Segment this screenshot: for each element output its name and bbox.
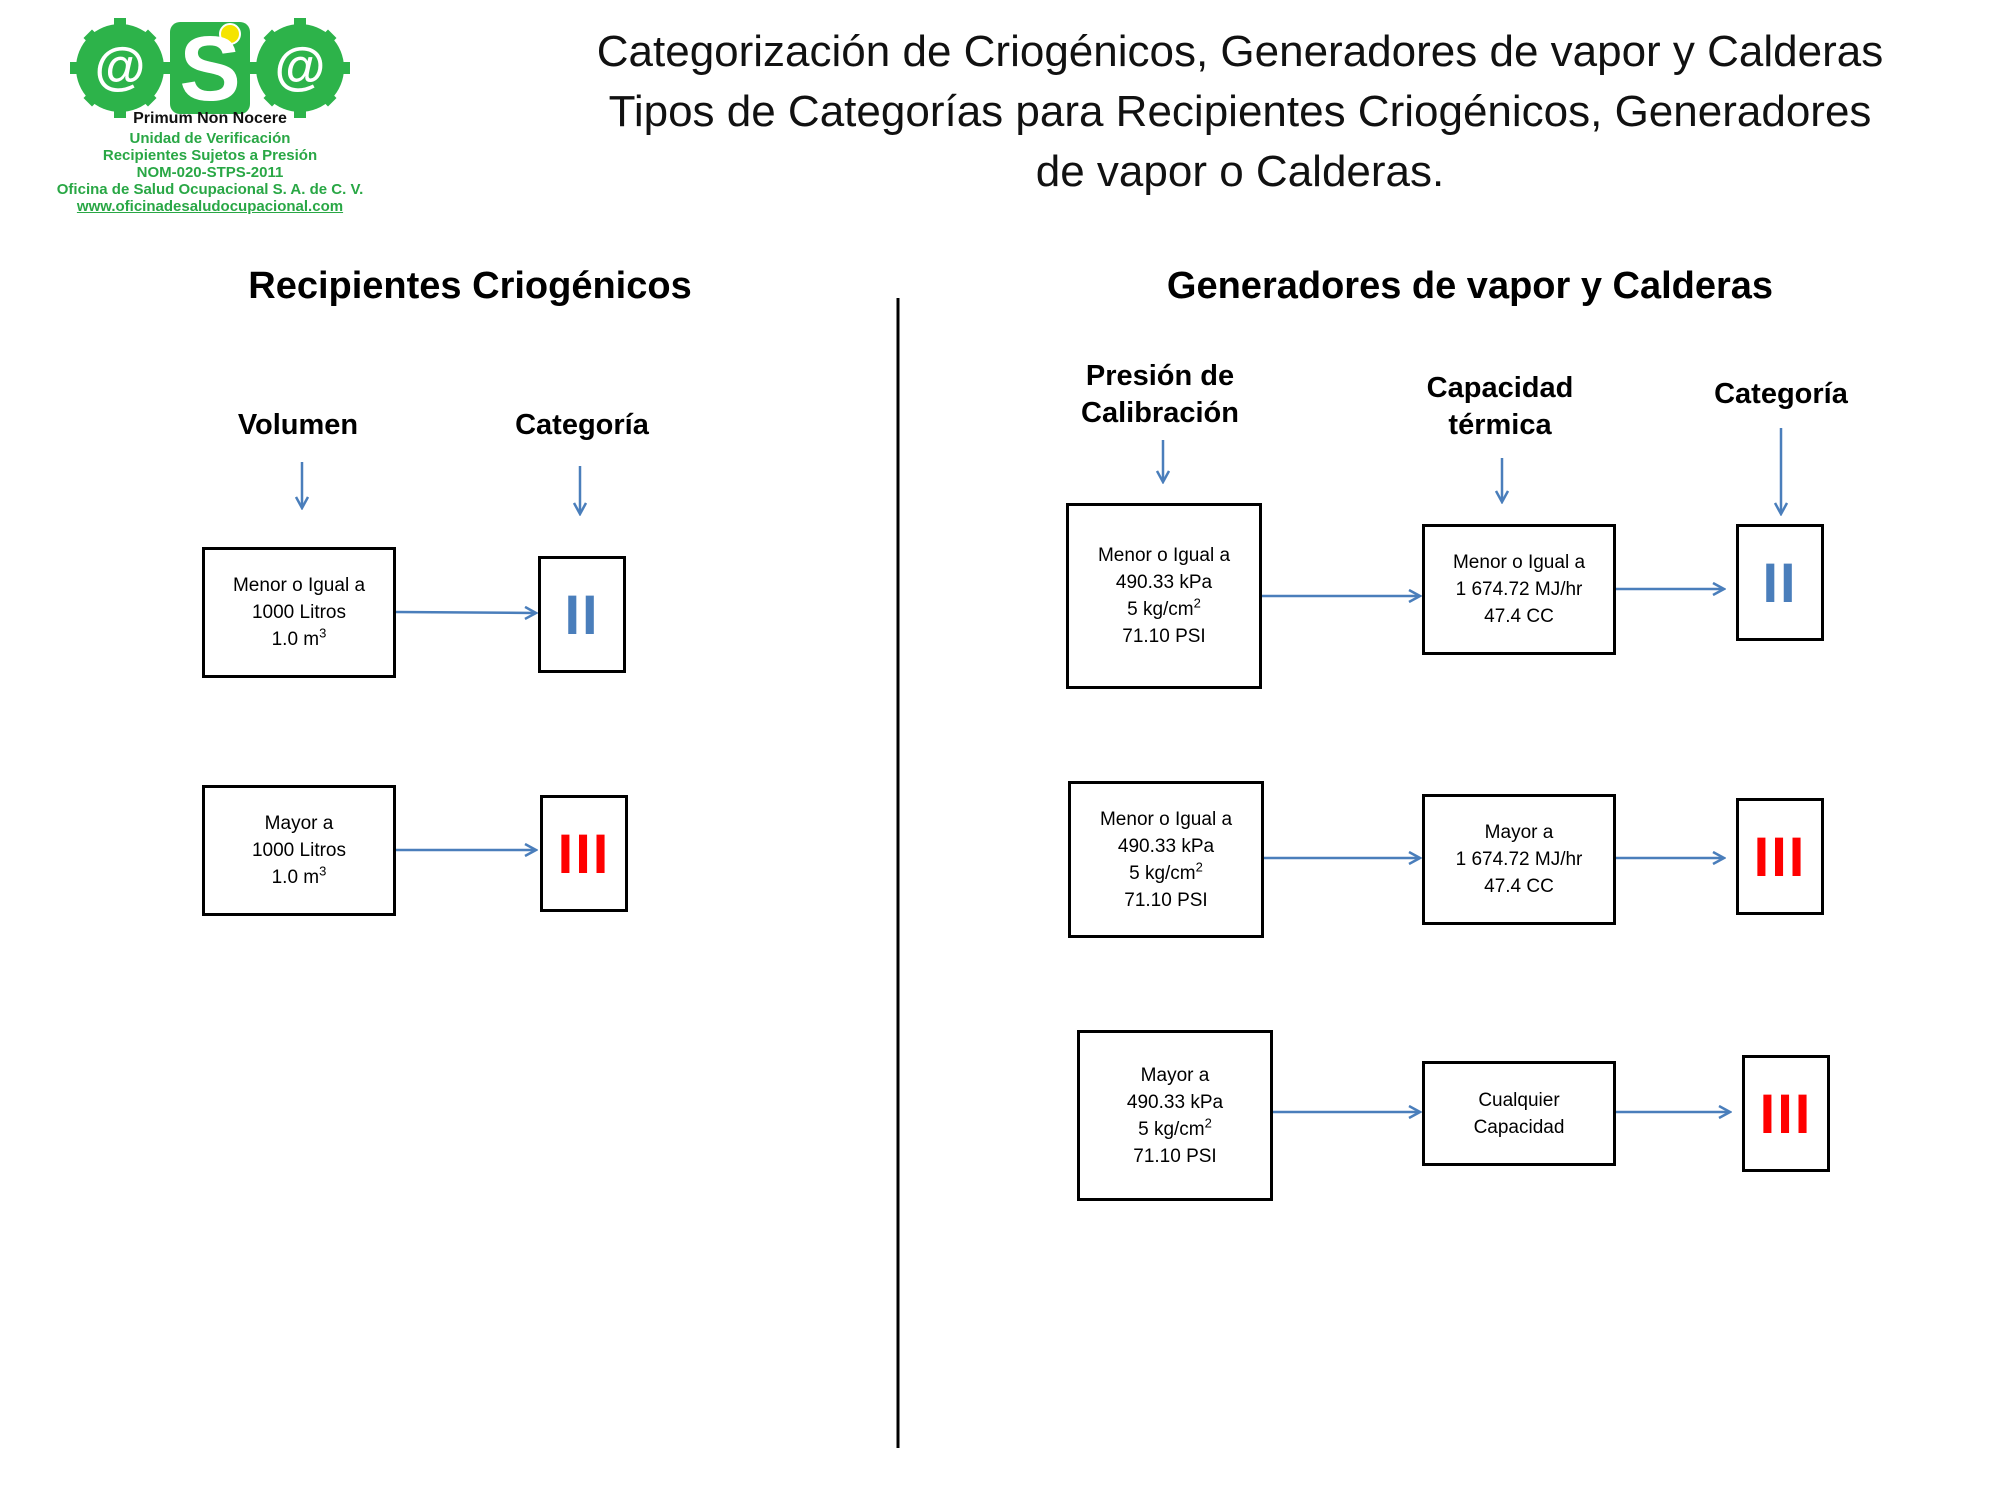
logo-line-5: www.oficinadesaludocupacional.com bbox=[76, 198, 344, 215]
cryo-volume-2-l2: 1000 Litros bbox=[251, 840, 346, 861]
svg-text:S: S bbox=[179, 18, 240, 120]
boilers-heading: Generadores de vapor y Calderas bbox=[1166, 265, 1774, 307]
col-head-category-right: Categoría bbox=[1714, 378, 1848, 410]
boiler-pressure-box-3: Mayor a 490.33 kPa 5 kg/cm2 71.10 PSI bbox=[1077, 1030, 1273, 1201]
col-head-category-left: Categoría bbox=[515, 409, 649, 441]
title-line-2: Tipos de Categorías para Recipientes Cri… bbox=[608, 87, 1872, 136]
col-head-volume: Volumen bbox=[237, 409, 359, 441]
svg-text:@: @ bbox=[275, 38, 326, 96]
logo-line-4: Oficina de Salud Ocupacional S. A. de C.… bbox=[56, 181, 364, 198]
cryo-category-box-1: II bbox=[538, 556, 626, 673]
boiler-capacity-box-3: Cualquier Capacidad bbox=[1422, 1061, 1616, 1166]
logo-line-1: Unidad de Verificación bbox=[129, 130, 291, 147]
col-head-capacity: Capacidad térmica bbox=[1426, 372, 1574, 441]
boiler-category-box-3: III bbox=[1742, 1055, 1830, 1172]
cryo-volume-2-l3: 1.0 m3 bbox=[271, 863, 327, 888]
arrow-cryo-row-1 bbox=[395, 612, 536, 613]
col-head-pressure: Presión de Calibración bbox=[1081, 360, 1239, 429]
cryo-volume-2-l1: Mayor a bbox=[264, 813, 334, 834]
svg-text:@: @ bbox=[95, 38, 146, 96]
logo-line-3: NOM-020-STPS-2011 bbox=[136, 164, 284, 181]
cryo-volume-box-1: Menor o Igual a 1000 Litros 1.0 m3 bbox=[202, 547, 396, 678]
title-line-3: de vapor o Calderas. bbox=[1035, 147, 1445, 196]
boiler-capacity-box-2: Mayor a 1 674.72 MJ/hr 47.4 CC bbox=[1422, 794, 1616, 925]
cryo-volume-1-l2: 1000 Litros bbox=[251, 602, 346, 623]
logo-line-2: Recipientes Sujetos a Presión bbox=[102, 147, 318, 164]
boiler-pressure-box-1: Menor o Igual a 490.33 kPa 5 kg/cm2 71.1… bbox=[1066, 503, 1262, 689]
boiler-category-box-2: III bbox=[1736, 798, 1824, 915]
title-line-1: Categorización de Criogénicos, Generador… bbox=[596, 27, 1884, 76]
cryo-volume-1-l1: Menor o Igual a bbox=[232, 575, 366, 596]
company-logo: @ S @ Primum Non Nocere Unidad de Verifi… bbox=[30, 10, 390, 230]
cryo-volume-1-l3: 1.0 m3 bbox=[271, 625, 327, 650]
boiler-capacity-box-1: Menor o Igual a 1 674.72 MJ/hr 47.4 CC bbox=[1422, 524, 1616, 655]
cryo-category-box-2: III bbox=[540, 795, 628, 912]
logo-motto: Primum Non Nocere bbox=[133, 110, 287, 127]
page-title: Categorización de Criogénicos, Generador… bbox=[520, 22, 1960, 202]
cryogenic-heading: Recipientes Criogénicos bbox=[248, 265, 692, 307]
boiler-pressure-box-2: Menor o Igual a 490.33 kPa 5 kg/cm2 71.1… bbox=[1068, 781, 1264, 938]
cryo-volume-box-2: Mayor a 1000 Litros 1.0 m3 bbox=[202, 785, 396, 916]
logo-graphic: @ S @ bbox=[70, 18, 350, 120]
boiler-category-box-1: II bbox=[1736, 524, 1824, 641]
